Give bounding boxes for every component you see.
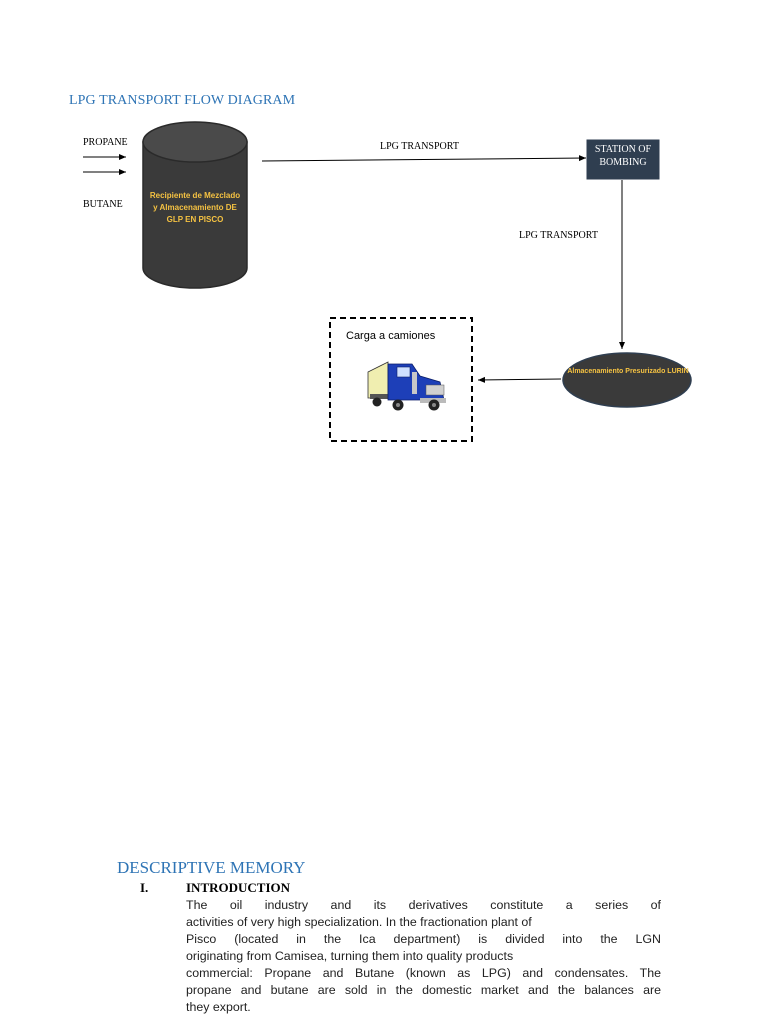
transport-label-side: LPG TRANSPORT (519, 230, 598, 241)
station-box (586, 139, 660, 180)
transport-arrow-top (261, 155, 587, 162)
paragraph-line: activities of very high specialization. … (186, 915, 532, 929)
introduction-paragraph: The oil industry and its derivatives con… (186, 897, 661, 1016)
station-label: STATION OF BOMBING (594, 144, 652, 168)
flow-diagram (83, 121, 692, 442)
truck-arrow (477, 376, 562, 383)
storage-ellipse (562, 352, 692, 408)
memory-title: DESCRIPTIVE MEMORY (117, 858, 306, 877)
paragraph-line: Pisco (located in the Ica department) is… (186, 932, 661, 946)
paragraph-line: commercial: Propane and Butane (known as… (186, 966, 661, 980)
butane-label: BUTANE (83, 199, 123, 210)
propane-label: PROPANE (83, 137, 128, 148)
mixing-tank (142, 121, 248, 289)
truck-icon (367, 361, 446, 411)
truck-box-label: Carga a camiones (346, 330, 436, 342)
section-number: I. (140, 880, 149, 895)
paragraph-line: The oil industry and its derivatives con… (186, 898, 661, 912)
tank-label: Recipiente de Mezclado y Almacenamiento … (149, 191, 241, 224)
truck-loading-box (329, 317, 473, 442)
paragraph-line: they export. (186, 1000, 251, 1014)
transport-label-top: LPG TRANSPORT (380, 141, 459, 152)
diagram-title: LPG TRANSPORT FLOW DIAGRAM (69, 93, 296, 108)
storage-label: Almacenamiento Presurizado LURIN (567, 368, 689, 375)
paragraph-line: propane and butane are sold in the domes… (186, 983, 661, 997)
section-title: INTRODUCTION (186, 880, 291, 895)
paragraph-line: originating from Camisea, turning them i… (186, 949, 514, 963)
